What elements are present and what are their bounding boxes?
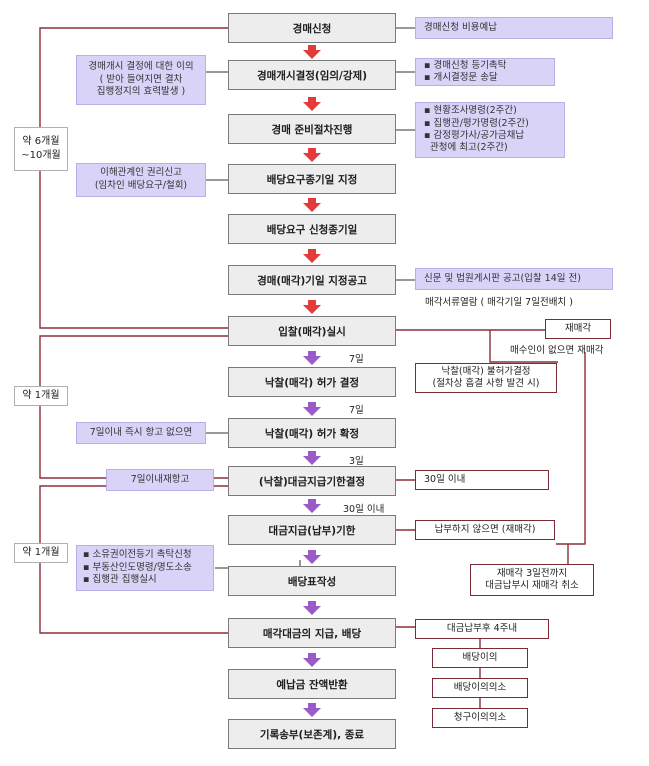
note-non-payment: 납부하지 않으면 (재매각) [415,520,555,540]
step-record-transfer-end: 기록송부(보존계), 종료 [228,719,396,749]
arrow-down-icon [303,249,321,263]
note-within-30-days: 30일 이내 [415,470,549,490]
note-document-viewing: 매각서류열람 ( 매각기일 7일전배치 ) [425,297,573,308]
step-dividend-deadline-set: 배당요구종기일 지정 [228,164,396,194]
step-auction-commencement: 경매개시결정(임의/강제) [228,60,396,90]
arrow-down-icon [303,550,321,564]
arrow-down-icon [303,351,321,365]
note-interested-party: 이해관계인 권리신고(임차인 배당요구/철회) [76,163,206,197]
note-publication: 신문 및 법원게시판 공고(입찰 14일 전) [415,268,613,290]
period-label-first: 약 6개월~10개월 [14,127,68,171]
arrow-down-icon [303,451,321,465]
step-bidding: 입찰(매각)실시 [228,316,396,346]
step-auction-application: 경매신청 [228,13,396,43]
arrow-down-icon [303,402,321,416]
note-after-payment: ▪ 소유권이전등기 촉탁신청▪ 부동산인도명령/명도소송▪ 집행관 집행실시 [76,545,214,591]
interval-7-days: 7일 [349,354,364,365]
step-deposit-refund: 예납금 잔액반환 [228,669,396,699]
note-fee-deposit: 경매신청 비용예납 [415,17,613,39]
arrow-down-icon [303,653,321,667]
arrow-down-icon [303,601,321,615]
step-sale-date-notice: 경매(매각)기일 지정공고 [228,265,396,295]
note-after-4-weeks: 대금납부후 4주내 [415,619,549,639]
arrow-down-icon [303,45,321,59]
arrow-down-icon [303,300,321,314]
note-resale: 재매각 [545,319,611,339]
note-reappeal: 7일이내재항고 [106,469,214,491]
arrow-down-icon [303,97,321,111]
note-permission-denied: 낙찰(매각) 불허가결정(절차상 흠결 사항 발견 시) [415,363,557,393]
step-payment-deadline: 대금지급(납부)기한 [228,515,396,545]
arrow-down-icon [303,703,321,717]
note-immediate-appeal: 7일이내 즉시 항고 없으면 [76,422,206,444]
note-registry: ▪ 경매신청 등기촉탁▪ 개시결정문 송달 [415,58,555,86]
arrow-down-icon [303,198,321,212]
step-sale-permission-final: 낙찰(매각) 허가 확정 [228,418,396,448]
step-payment-dividend: 매각대금의 지급, 배당 [228,618,396,648]
note-claim-objection-suit: 청구이의의소 [432,708,528,728]
arrow-down-icon [303,499,321,513]
step-sale-permission-decision: 낙찰(매각) 허가 결정 [228,367,396,397]
arrow-down-icon [303,148,321,162]
note-preparation: ▪ 현황조사명령(2주간)▪ 집행관/평가명령(2주간)▪ 감정평가사/공가금채… [415,102,565,158]
step-payment-deadline-decision: (낙찰)대금지급기한결정 [228,466,396,496]
interval-7-days: 7일 [349,405,364,416]
step-dividend-table: 배당표작성 [228,566,396,596]
note-dividend-objection: 배당이의 [432,648,528,668]
note-dividend-objection-suit: 배당이의의소 [432,678,528,698]
period-label-third: 약 1개월 [14,543,68,563]
interval-3-days: 3일 [349,456,364,467]
step-dividend-deadline: 배당요구 신청종기일 [228,214,396,244]
interval-30-days: 30일 이내 [343,504,385,515]
period-label-second: 약 1개월 [14,386,68,406]
note-resale-condition: 매수인이 없으면 재매각 [510,345,604,356]
step-preparation: 경매 준비절차진행 [228,114,396,144]
